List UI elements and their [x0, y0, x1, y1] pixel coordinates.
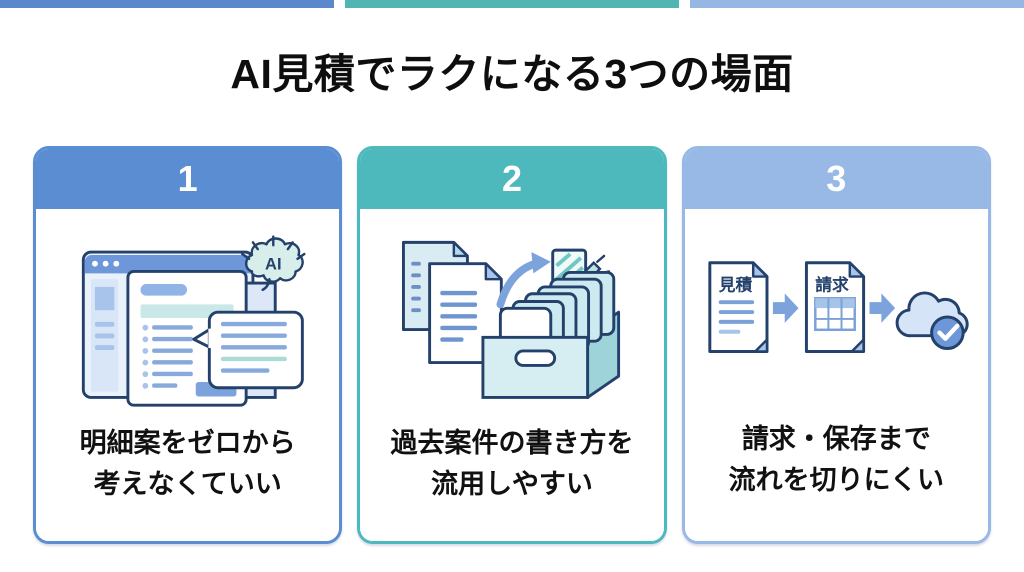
browser-ai-illustration: AI — [81, 235, 306, 407]
sparkle-lines-icon — [240, 235, 306, 261]
top-accent-bar — [0, 0, 1024, 8]
card-3: 3 見積 — [681, 146, 991, 544]
speech-bubble-icon — [192, 310, 304, 390]
card-1-illustration: AI — [36, 209, 339, 419]
caption-line: 請求・保存まで — [741, 424, 931, 454]
archive-box-icon — [481, 270, 621, 399]
page-title: AI見積でラクになる3つの場面 — [230, 51, 794, 97]
accent-segment-lightblue — [690, 0, 1024, 8]
card-2: 2 — [357, 146, 667, 544]
invoice-table-icon — [814, 297, 857, 332]
card-2-number-badge: 2 — [360, 149, 664, 209]
caption-line: 過去案件の書き方を — [390, 428, 634, 458]
curved-arrow-icon — [496, 252, 551, 309]
card-3-caption: 請求・保存まで 流れを切りにくい — [685, 415, 988, 541]
ai-badge-label: AI — [265, 256, 281, 274]
caption-line: 考えなくていい — [93, 468, 282, 499]
ai-brain-icon: AI — [240, 235, 306, 292]
caption-line: 流用しやすい — [431, 468, 593, 499]
card-2-caption: 過去案件の書き方を 流用しやすい — [360, 419, 663, 541]
card-row: 1 — [0, 146, 1024, 544]
card-1-caption: 明細案をゼロから 考えなくていい — [36, 419, 339, 541]
card-3-illustration: 見積 請求 — [685, 209, 988, 415]
card-1: 1 — [33, 146, 343, 544]
card-2-illustration — [360, 209, 663, 419]
quote-doc-icon: 見積 — [708, 261, 769, 353]
caption-line: 明細案をゼロから — [79, 428, 296, 458]
quote-to-cloud-illustration: 見積 請求 — [708, 261, 969, 353]
card-1-number-badge: 1 — [36, 149, 340, 209]
documents-archive-illustration — [401, 240, 621, 399]
quote-doc-label: 見積 — [718, 274, 753, 294]
accent-segment-teal — [345, 0, 679, 8]
invoice-doc-label: 請求 — [816, 274, 850, 294]
invoice-doc-icon: 請求 — [805, 261, 866, 353]
arrow-right-icon — [869, 293, 896, 323]
card-1-body: AI 明細案をゼロから 考えなくていい — [36, 209, 340, 541]
arrow-right-icon — [773, 293, 799, 323]
card-3-body: 見積 請求 — [684, 209, 988, 541]
caption-line: 流れを切りにくい — [728, 464, 945, 495]
cloud-check-icon — [895, 291, 969, 350]
card-3-number-badge: 3 — [684, 149, 988, 209]
card-2-body: 過去案件の書き方を 流用しやすい — [360, 209, 664, 541]
accent-segment-blue — [0, 0, 334, 8]
